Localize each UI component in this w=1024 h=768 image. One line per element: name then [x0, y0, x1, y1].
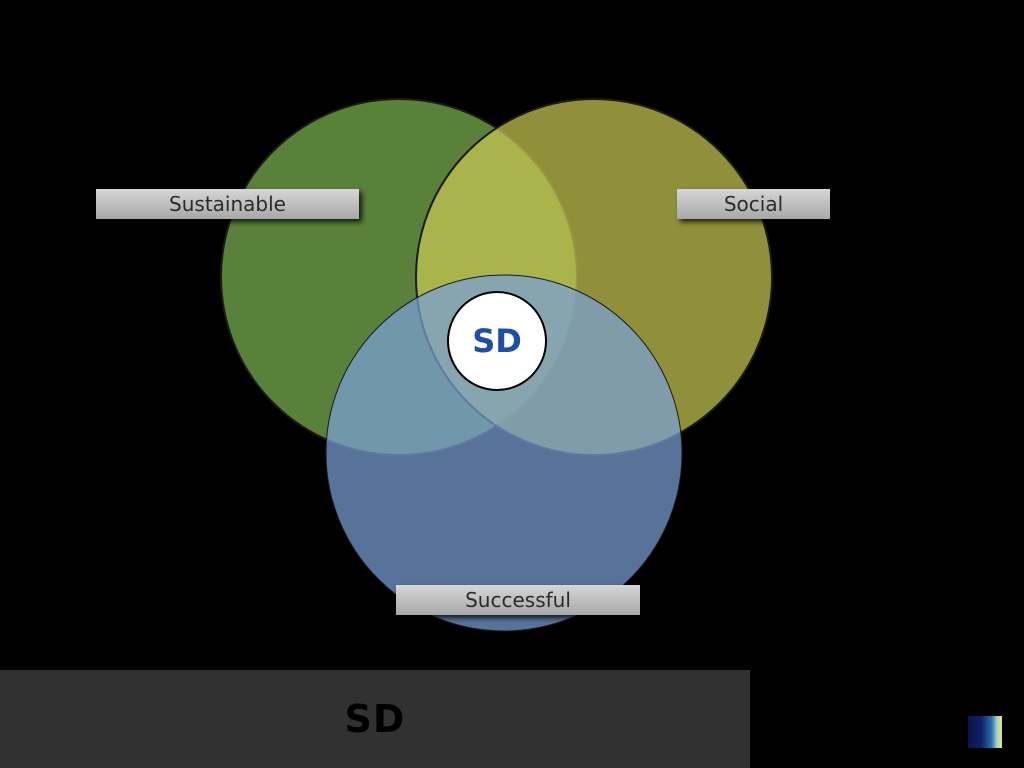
center-badge: SD	[447, 291, 547, 391]
label-social: Social	[677, 189, 830, 219]
brand-logo-icon	[968, 716, 1002, 748]
footer-bar: SD	[0, 670, 750, 768]
circle-successful	[325, 274, 683, 632]
footer-title: SD	[344, 697, 406, 741]
label-sustainable: Sustainable	[96, 189, 359, 219]
label-successful: Successful	[396, 585, 640, 615]
